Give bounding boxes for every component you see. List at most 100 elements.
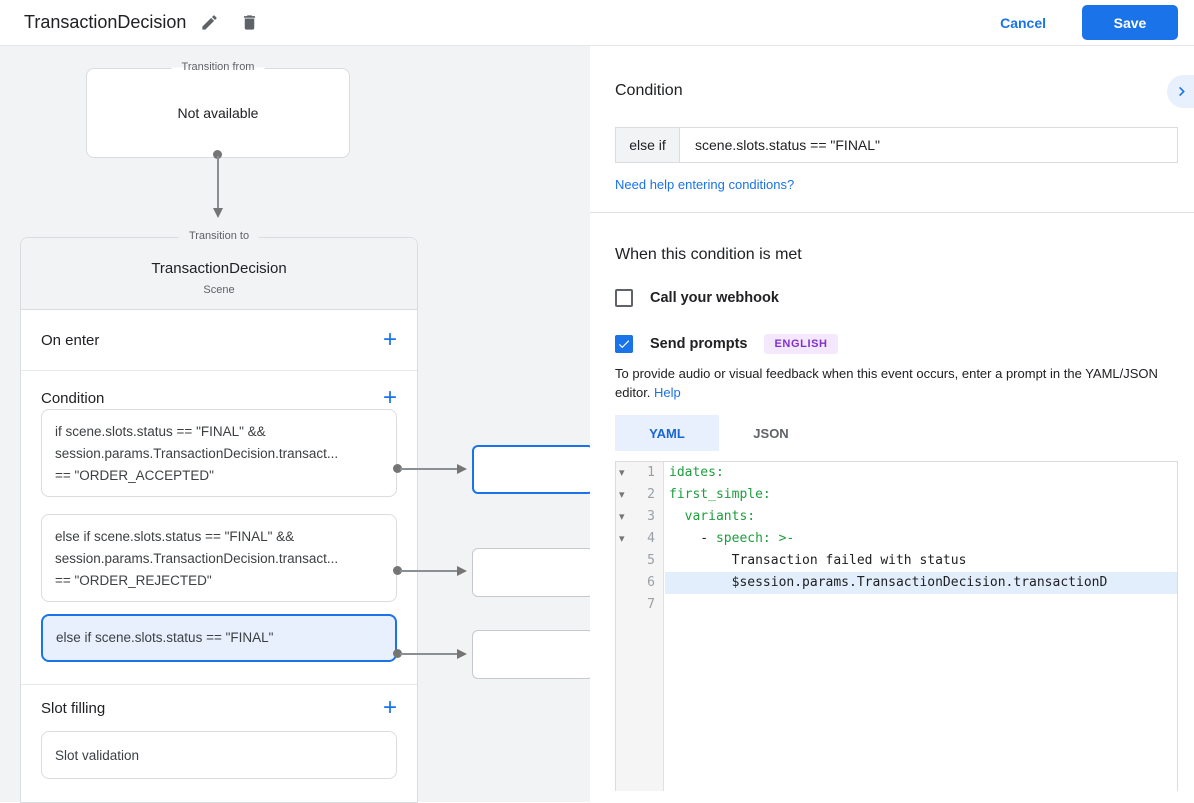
- connector-dot: [393, 464, 402, 473]
- condition-item-final-selected[interactable]: else if scene.slots.status == "FINAL": [41, 614, 397, 662]
- line-number: 1: [647, 465, 655, 480]
- gutter-cell: 6: [616, 572, 665, 594]
- scene-type-label: Scene: [203, 284, 235, 296]
- condition-item-order-rejected[interactable]: else if scene.slots.status == "FINAL" &&…: [41, 514, 397, 602]
- condition-line: if scene.slots.status == "FINAL" &&: [55, 424, 266, 439]
- gutter-cell: ▾ 4: [616, 528, 665, 550]
- condition-item-order-accepted[interactable]: if scene.slots.status == "FINAL" && sess…: [41, 409, 397, 497]
- trash-icon: [243, 15, 255, 30]
- tab-json[interactable]: JSON: [753, 425, 789, 441]
- arrow-right-icon: [457, 649, 467, 659]
- add-on-enter-button[interactable]: +: [377, 328, 403, 352]
- arrow-right-icon: [457, 566, 467, 576]
- condition-line: == "ORDER_ACCEPTED": [55, 468, 214, 483]
- send-prompts-label: Send prompts: [650, 336, 748, 352]
- slot-filling-label: Slot filling: [41, 699, 106, 717]
- gutter-cell: 5: [616, 550, 665, 572]
- cancel-button[interactable]: Cancel: [1000, 14, 1046, 31]
- condition-expression-input[interactable]: [680, 128, 1177, 162]
- transition-to-legend: Transition to: [178, 230, 260, 242]
- send-prompts-checkbox[interactable]: [615, 335, 633, 353]
- panel-heading: Condition: [615, 82, 683, 99]
- condition-help-link[interactable]: Need help entering conditions?: [615, 177, 795, 192]
- connector-line: [400, 468, 457, 470]
- webhook-option-row: Call your webhook: [615, 289, 1178, 307]
- connector-line: [217, 156, 219, 209]
- collapse-panel-button[interactable]: [1167, 75, 1194, 108]
- fold-arrow-icon[interactable]: ▾: [619, 467, 625, 479]
- page-title: TransactionDecision: [24, 12, 187, 32]
- yaml-plain: Transaction failed with status: [669, 553, 967, 568]
- code-line[interactable]: ▾ 4 - speech: >-: [616, 528, 1177, 550]
- line-number: 6: [647, 575, 655, 590]
- save-button[interactable]: Save: [1082, 5, 1178, 40]
- connector-line: [400, 570, 457, 572]
- code-line[interactable]: 7: [616, 594, 1177, 616]
- scene-card: Transition to TransactionDecision Scene …: [20, 230, 418, 803]
- line-number: 4: [647, 531, 655, 546]
- add-condition-button[interactable]: +: [377, 386, 403, 410]
- edit-title-button[interactable]: [192, 6, 226, 40]
- yaml-key: idates:: [669, 465, 724, 480]
- scene-name: TransactionDecision: [151, 260, 287, 277]
- line-number: 2: [647, 487, 655, 502]
- transition-target-node-3[interactable]: [472, 630, 594, 679]
- transition-from-legend: Transition from: [171, 61, 265, 73]
- connector-dot: [393, 649, 402, 658]
- code-text: $session.params.TransactionDecision.tran…: [665, 572, 1177, 594]
- yaml-key: variants:: [669, 509, 756, 524]
- condition-line: else if scene.slots.status == "FINAL" &&: [55, 529, 295, 544]
- gutter-cell: ▾ 2: [616, 484, 665, 506]
- section-divider: [21, 684, 417, 685]
- yaml-plain: -: [669, 531, 716, 546]
- code-line[interactable]: ▾ 2 first_simple:: [616, 484, 1177, 506]
- check-icon: [618, 340, 630, 349]
- help-link[interactable]: Help: [654, 385, 681, 400]
- condition-line: session.params.TransactionDecision.trans…: [55, 446, 339, 461]
- transition-target-node-2[interactable]: [472, 548, 594, 597]
- condition-line: else if scene.slots.status == "FINAL": [56, 630, 274, 645]
- add-slot-button[interactable]: +: [377, 696, 403, 720]
- code-line[interactable]: ▾ 3 variants:: [616, 506, 1177, 528]
- arrow-down-icon: [213, 208, 223, 218]
- on-enter-row: On enter +: [21, 310, 417, 371]
- send-prompts-option-row: Send prompts ENGLISH: [615, 334, 1178, 354]
- yaml-key: speech: >-: [715, 531, 795, 546]
- condition-line: == "ORDER_REJECTED": [55, 573, 212, 588]
- code-line-highlighted[interactable]: 6 $session.params.TransactionDecision.tr…: [616, 572, 1177, 594]
- connector-dot: [213, 150, 222, 159]
- transition-target-node-1[interactable]: [472, 445, 594, 494]
- code-line[interactable]: ▾ 1 idates:: [616, 462, 1177, 484]
- editor-gutter: [616, 462, 664, 791]
- tab-yaml[interactable]: YAML: [615, 415, 719, 451]
- delete-scene-button[interactable]: [232, 6, 266, 40]
- language-badge: ENGLISH: [764, 334, 838, 354]
- condition-editor-panel: Condition else if Need help entering con…: [590, 46, 1194, 802]
- pencil-icon: [202, 15, 217, 30]
- condition-section-label: Condition: [41, 389, 105, 407]
- slot-validation-item[interactable]: Slot validation: [41, 731, 397, 779]
- slot-item-label: Slot validation: [55, 747, 140, 763]
- connector-line: [400, 653, 457, 655]
- code-line[interactable]: 5 Transaction failed with status: [616, 550, 1177, 572]
- connector-dot: [393, 566, 402, 575]
- gutter-cell: 7: [616, 594, 665, 616]
- arrow-right-icon: [457, 464, 467, 474]
- chevron-right-icon: [1179, 86, 1185, 97]
- gutter-cell: ▾ 1: [616, 462, 665, 484]
- fold-arrow-icon[interactable]: ▾: [619, 511, 625, 523]
- call-webhook-checkbox[interactable]: [615, 289, 633, 307]
- yaml-key: first_simple:: [669, 487, 771, 502]
- code-text: first_simple:: [665, 484, 1177, 506]
- call-webhook-label: Call your webhook: [650, 290, 779, 306]
- line-number: 5: [647, 553, 655, 568]
- code-text: - speech: >-: [665, 528, 1177, 550]
- scene-card-header[interactable]: TransactionDecision Scene: [21, 238, 417, 310]
- fold-arrow-icon[interactable]: ▾: [619, 489, 625, 501]
- slot-filling-section-row: Slot filling +: [21, 685, 417, 731]
- transition-from-node[interactable]: Transition from Not available: [86, 61, 350, 158]
- code-text: idates:: [665, 462, 1177, 484]
- yaml-code-editor[interactable]: ▾ 1 idates: ▾ 2 first_simple: ▾ 3 varian…: [615, 461, 1178, 791]
- fold-arrow-icon[interactable]: ▾: [619, 533, 625, 545]
- gutter-cell: ▾ 3: [616, 506, 665, 528]
